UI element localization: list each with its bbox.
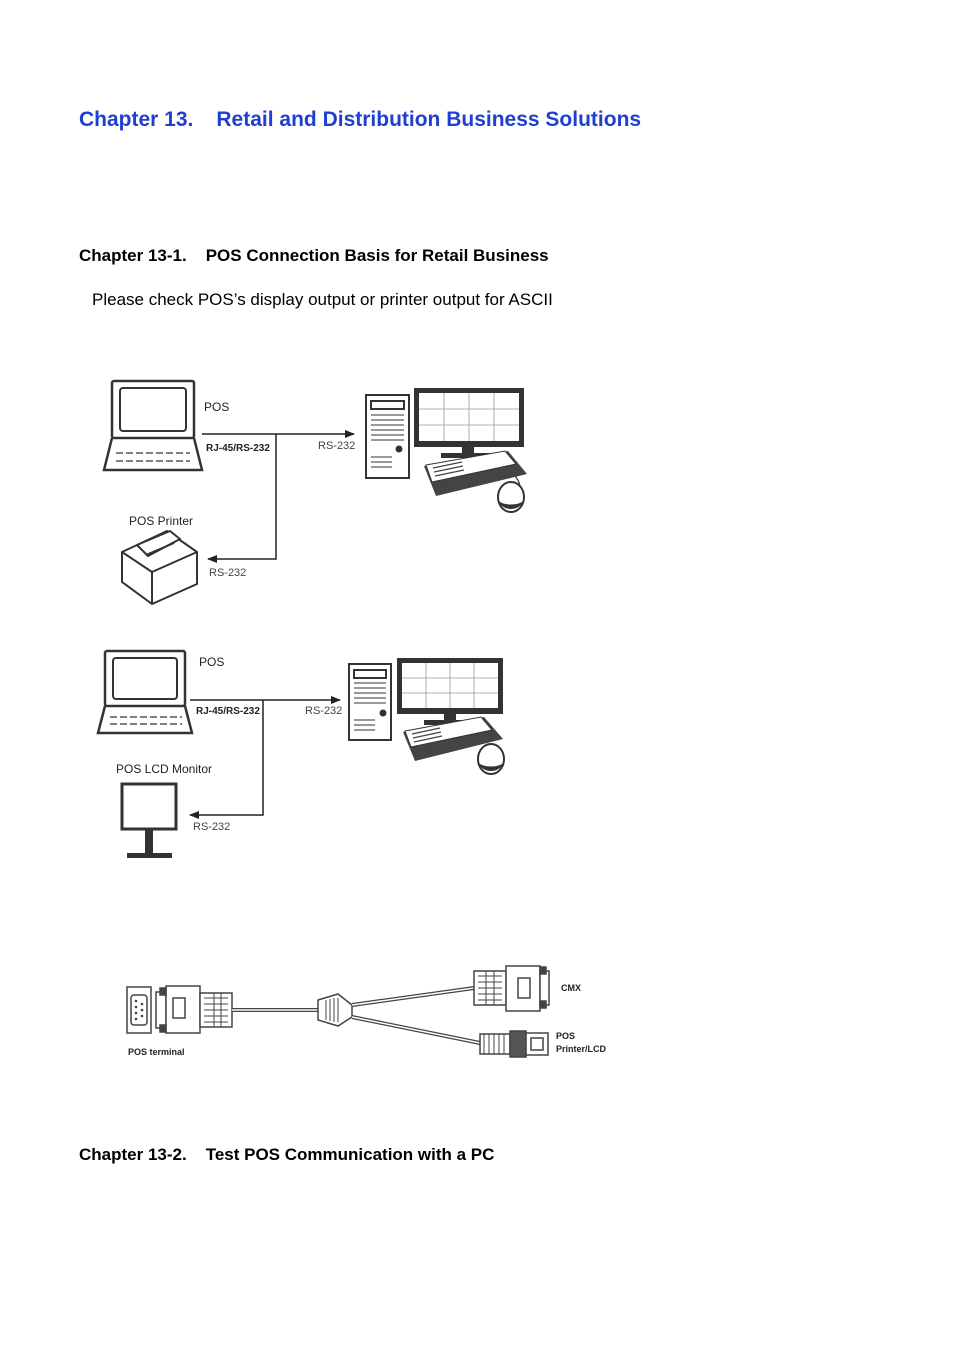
diagram-pos-printer: POS RJ-45/RS-232 RS-232 RS-232 POS Print… xyxy=(102,379,527,605)
port-label: RJ-45/RS-232 xyxy=(206,443,270,454)
mouse-icon xyxy=(497,475,525,513)
pos-terminal-label: POS terminal xyxy=(128,1047,185,1057)
pos-laptop-icon xyxy=(102,379,204,472)
section-number: Chapter 13-2. xyxy=(79,1145,187,1164)
cmx-label: CMX xyxy=(561,983,581,993)
splitter-icon xyxy=(317,993,353,1027)
pc-monitor-icon xyxy=(414,388,524,458)
body-paragraph: Please check POS’s display output or pri… xyxy=(92,290,553,309)
section-title: POS Connection Basis for Retail Business xyxy=(205,246,549,265)
chapter-heading: Chapter 13. Retail and Distribution Busin… xyxy=(79,108,641,132)
pos-printer-icon xyxy=(121,530,198,605)
pc-port-label: RS-232 xyxy=(305,705,342,717)
section-heading-13-2: Chapter 13-2. Test POS Communication with… xyxy=(79,1145,494,1165)
printer-lcd-label-line2: Printer/LCD xyxy=(556,1044,607,1054)
y-cable-diagram: POS terminal CMX POS Printer/LCD xyxy=(126,965,607,1058)
pc-tower-icon xyxy=(348,663,392,741)
rj45-connector-icon xyxy=(479,1030,549,1058)
section-heading-13-1: Chapter 13-1. POS Connection Basis for Re… xyxy=(79,246,549,266)
pos-laptop-icon xyxy=(96,649,194,735)
printer-label: POS Printer xyxy=(129,514,193,528)
connection-arrow-printer xyxy=(207,434,277,563)
db9-port-icon xyxy=(126,986,152,1034)
diagram-pos-lcd: POS RJ-45/RS-232 RS-232 RS-232 POS LCD M… xyxy=(96,649,505,858)
chapter-title: Retail and Distribution Business Solutio… xyxy=(216,108,642,131)
lcd-monitor-icon xyxy=(120,782,178,858)
lcd-port-label: RS-232 xyxy=(193,821,230,833)
lcd-label: POS LCD Monitor xyxy=(116,762,212,776)
db9-connector-icon xyxy=(155,985,233,1034)
keyboard-icon xyxy=(403,716,503,761)
cmx-connector-icon xyxy=(473,965,550,1012)
section-number: Chapter 13-1. xyxy=(79,246,187,265)
chapter-number: Chapter 13. xyxy=(79,108,194,131)
pc-tower-icon xyxy=(365,394,410,479)
pc-monitor-icon xyxy=(397,658,503,725)
pos-label: POS xyxy=(204,400,229,414)
printer-lcd-label-line1: POS xyxy=(556,1031,575,1041)
section-title: Test POS Communication with a PC xyxy=(205,1145,495,1164)
connection-arrow-lcd xyxy=(189,700,264,819)
mouse-icon xyxy=(477,743,505,775)
pc-port-label: RS-232 xyxy=(318,440,355,452)
keyboard-icon xyxy=(424,450,527,496)
printer-port-label: RS-232 xyxy=(209,567,246,579)
pos-label: POS xyxy=(199,655,224,669)
port-label: RJ-45/RS-232 xyxy=(196,706,260,717)
